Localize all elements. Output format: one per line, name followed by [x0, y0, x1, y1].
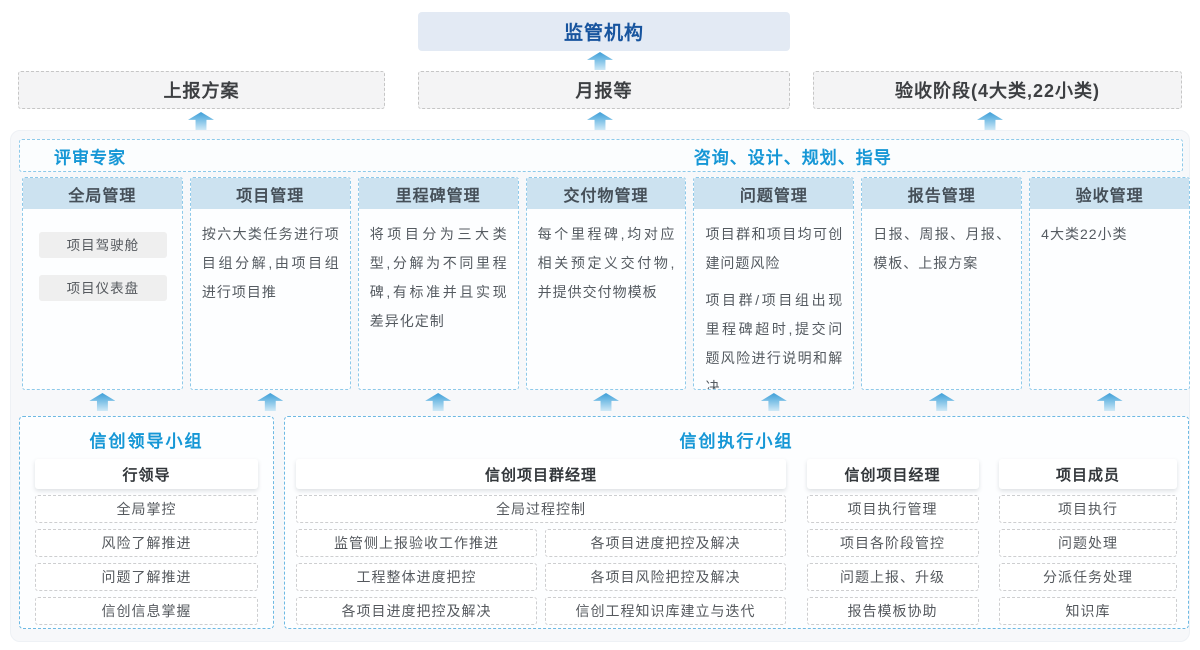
exec-group-title: 信创执行小组	[679, 432, 794, 451]
program-manager-items-grid: 监管侧上报验收工作推进 各项目进度把控及解决 工程整体进度把控 各项目风险把控及…	[296, 523, 786, 625]
exec-item: 各项目进度把控及解决	[545, 529, 786, 557]
bottom-groups: 信创领导小组 行领导 全局掌控 风险了解推进 问题了解推进 信创信息掌握 信创执…	[19, 416, 1189, 629]
arrow-cell	[358, 393, 519, 411]
up-arrow-icon	[257, 393, 284, 411]
leader-group-box: 信创领导小组 行领导 全局掌控 风险了解推进 问题了解推进 信创信息掌握	[19, 416, 274, 629]
section-project-manager: 信创项目经理 项目执行管理 项目各阶段管控 问题上报、升级 报告模板协助	[806, 459, 979, 625]
exec-item: 项目各阶段管控	[806, 529, 979, 557]
column-title: 全局管理	[23, 178, 182, 209]
arrow-cell	[190, 393, 351, 411]
column-text: 项目群/项目组出现里程碑超时,提交问题风险进行说明和解决	[705, 292, 844, 390]
column-title: 报告管理	[862, 178, 1022, 209]
report-plan-box: 上报方案	[18, 71, 385, 109]
column-text: 日报、周报、月报、模板、上报方案	[873, 226, 1012, 271]
arrow-cell	[22, 393, 183, 411]
section-program-manager: 信创项目群经理 全局过程控制 监管侧上报验收工作推进 各项目进度把控及解决 工程…	[296, 459, 786, 625]
column-milestone-management: 里程碑管理 将项目分为三大类型,分解为不同里程碑,有标准并且实现差异化定制	[357, 177, 519, 390]
up-arrow-icon	[425, 393, 452, 411]
acceptance-stage-box: 验收阶段(4大类,22小类)	[813, 71, 1182, 109]
up-arrow-icon	[928, 393, 955, 411]
column-arrows-row	[22, 393, 1190, 411]
column-project-management: 项目管理 按六大类任务进行项目组分解,由项目组进行项目推	[189, 177, 351, 390]
leader-item: 全局掌控	[35, 495, 258, 523]
exec-item: 项目执行	[999, 495, 1177, 523]
column-title: 项目管理	[190, 178, 350, 209]
exec-group-box: 信创执行小组 信创项目群经理 全局过程控制 监管侧上报验收工作推进 各项目进度把…	[284, 416, 1189, 629]
arrow-cell	[1029, 393, 1190, 411]
leader-item: 信创信息掌握	[35, 597, 258, 625]
column-body: 按六大类任务进行项目组分解,由项目组进行项目推	[191, 209, 350, 315]
column-text: 按六大类任务进行项目组分解,由项目组进行项目推	[201, 226, 340, 300]
role-program-manager: 信创项目群经理	[296, 459, 786, 489]
column-global-management: 全局管理 项目驾驶舱 项目仪表盘	[22, 177, 183, 390]
exec-item: 工程整体进度把控	[296, 563, 537, 591]
management-columns: 全局管理 项目驾驶舱 项目仪表盘 项目管理 按六大类任务进行项目组分解,由项目组…	[22, 177, 1191, 390]
column-deliverable-management: 交付物管理 每个里程碑,均对应相关预定义交付物,并提供交付物模板	[525, 177, 687, 390]
column-text: 项目群和项目均可创建问题风险	[705, 226, 844, 271]
up-arrow-icon	[760, 393, 787, 411]
exec-item: 报告模板协助	[806, 597, 979, 625]
column-body: 项目群和项目均可创建问题风险 项目群/项目组出现里程碑超时,提交问题风险进行说明…	[694, 209, 853, 390]
pill-project-cockpit: 项目驾驶舱	[38, 232, 167, 258]
column-body: 日报、周报、月报、模板、上报方案	[862, 209, 1021, 286]
up-arrow-icon	[587, 52, 613, 70]
exec-item: 项目执行管理	[806, 495, 979, 523]
exec-item: 问题上报、升级	[806, 563, 979, 591]
exec-item: 信创工程知识库建立与迭代	[545, 597, 786, 625]
leader-item: 风险了解推进	[35, 529, 258, 557]
column-issue-management: 问题管理 项目群和项目均可创建问题风险 项目群/项目组出现里程碑超时,提交问题风…	[693, 177, 855, 390]
arrow-cell	[861, 393, 1022, 411]
role-bank-leaders: 行领导	[35, 459, 258, 489]
up-arrow-icon	[1096, 393, 1123, 411]
exec-item: 问题处理	[999, 529, 1177, 557]
section-project-members: 项目成员 项目执行 问题处理 分派任务处理 知识库	[999, 459, 1177, 625]
exec-item-full: 全局过程控制	[296, 495, 786, 523]
exec-sections-row: 信创项目群经理 全局过程控制 监管侧上报验收工作推进 各项目进度把控及解决 工程…	[285, 452, 1188, 625]
role-project-manager: 信创项目经理	[806, 459, 979, 489]
exec-item: 各项目进度把控及解决	[296, 597, 537, 625]
arrow-cell	[526, 393, 687, 411]
up-arrow-icon	[188, 112, 214, 130]
up-arrow-icon	[89, 393, 116, 411]
exec-item: 分派任务处理	[999, 563, 1177, 591]
pill-project-dashboard: 项目仪表盘	[38, 275, 167, 301]
review-experts-label: 评审专家	[54, 148, 126, 167]
leader-item: 问题了解推进	[35, 563, 258, 591]
up-arrow-icon	[977, 112, 1003, 130]
exec-item: 知识库	[999, 597, 1177, 625]
column-body: 每个里程碑,均对应相关预定义交付物,并提供交付物模板	[527, 209, 686, 315]
column-title: 验收管理	[1030, 178, 1190, 209]
column-text: 将项目分为三大类型,分解为不同里程碑,有标准并且实现差异化定制	[369, 226, 508, 329]
column-title: 交付物管理	[526, 178, 686, 209]
column-text: 4大类22小类	[1041, 226, 1128, 242]
monthly-report-box: 月报等	[418, 71, 790, 109]
role-project-members: 项目成员	[999, 459, 1177, 489]
experts-header-bar: 评审专家 咨询、设计、规划、指导	[19, 139, 1183, 172]
column-text: 每个里程碑,均对应相关预定义交付物,并提供交付物模板	[537, 226, 676, 300]
consulting-label: 咨询、设计、规划、指导	[693, 148, 892, 167]
arrow-cell	[693, 393, 854, 411]
exec-item: 各项目风险把控及解决	[545, 563, 786, 591]
column-body: 将项目分为三大类型,分解为不同里程碑,有标准并且实现差异化定制	[359, 209, 518, 344]
column-title: 问题管理	[694, 178, 854, 209]
platform-container: 评审专家 咨询、设计、规划、指导 全局管理 项目驾驶舱 项目仪表盘 项目管理 按…	[10, 130, 1191, 642]
up-arrow-icon	[587, 112, 613, 130]
leader-group-title: 信创领导小组	[89, 432, 204, 451]
exec-item: 监管侧上报验收工作推进	[296, 529, 537, 557]
column-title: 里程碑管理	[358, 178, 518, 209]
up-arrow-icon	[593, 393, 619, 411]
regulator-box: 监管机构	[418, 12, 790, 51]
column-body: 4大类22小类	[1030, 209, 1189, 257]
column-acceptance-management: 验收管理 4大类22小类	[1029, 177, 1191, 390]
column-body: 项目驾驶舱 项目仪表盘	[23, 209, 182, 309]
column-report-management: 报告管理 日报、周报、月报、模板、上报方案	[861, 177, 1023, 390]
